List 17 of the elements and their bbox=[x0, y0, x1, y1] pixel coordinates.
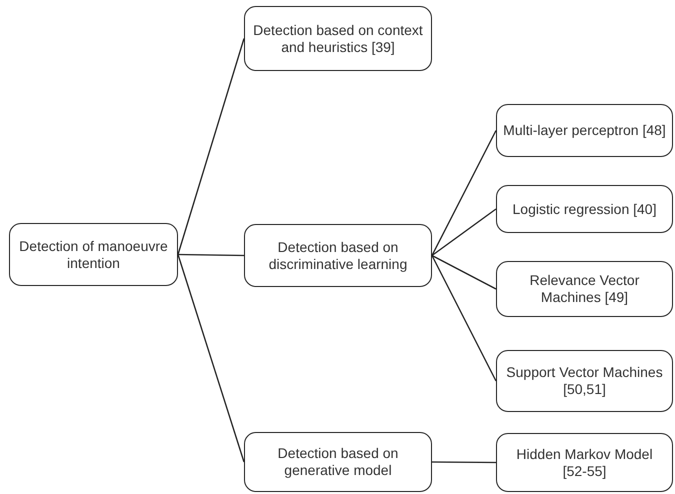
rounded-box: Detection based on generative model bbox=[244, 432, 432, 492]
rounded-box: Detection of manoeuvre intention bbox=[9, 223, 178, 286]
connector-line bbox=[177, 38, 245, 255]
connector-line bbox=[431, 255, 497, 382]
rounded-box: Hidden Markov Model [52-55] bbox=[496, 433, 673, 492]
rounded-box: Detection based on discriminative learning bbox=[244, 224, 432, 287]
rounded-box: Relevance Vector Machines [49] bbox=[496, 261, 673, 317]
connector-line bbox=[432, 254, 496, 290]
connector-line bbox=[431, 130, 497, 256]
rounded-box: Logistic regression [40] bbox=[496, 185, 673, 233]
rounded-box: Multi-layer perceptron [48] bbox=[496, 104, 673, 157]
connector-line bbox=[432, 461, 496, 464]
rounded-box: Support Vector Machines [50,51] bbox=[496, 350, 673, 412]
rounded-box: Detection based on context and heuristics [39] bbox=[244, 6, 432, 71]
connector-line bbox=[178, 254, 244, 256]
connector-line bbox=[432, 208, 496, 256]
connector-line bbox=[177, 254, 245, 462]
